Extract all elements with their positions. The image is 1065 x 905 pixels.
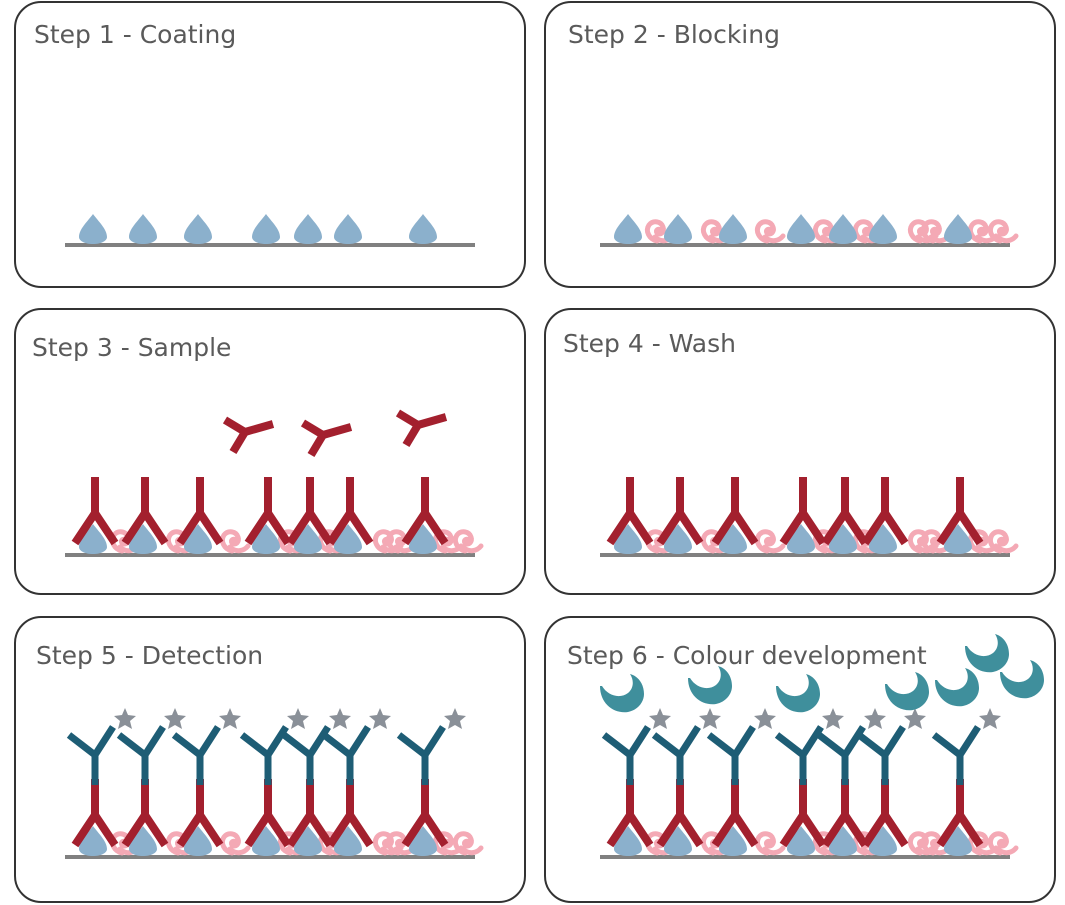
blocking-protein-icon bbox=[757, 222, 783, 241]
detection-antibodies bbox=[66, 725, 981, 785]
star-label-icon bbox=[649, 708, 671, 729]
star-label-icon bbox=[904, 708, 926, 729]
antigen-drop-icon bbox=[869, 214, 897, 244]
antigen-drop-icon bbox=[409, 214, 437, 244]
star-label-icon bbox=[822, 708, 844, 729]
crescent-substrate-icon bbox=[776, 674, 820, 713]
crescent-substrate-icon bbox=[600, 674, 644, 713]
detection-antibody-icon bbox=[706, 725, 756, 785]
antigen-drop-icon bbox=[294, 214, 322, 244]
star-label-icon bbox=[114, 708, 136, 729]
detection-antibody-icon bbox=[171, 725, 221, 785]
panel-title-step-6: Step 6 - Colour development bbox=[567, 641, 927, 670]
blocking-protein-icon bbox=[990, 532, 1016, 551]
star-label-icon bbox=[369, 708, 391, 729]
blocking-protein-icon bbox=[990, 222, 1016, 241]
crescent-substrate-icon bbox=[935, 668, 979, 707]
detection-antibody-icon bbox=[856, 725, 906, 785]
antigen-drop-icon bbox=[944, 214, 972, 244]
antigen-drop-icon bbox=[829, 214, 857, 244]
star-label-icon bbox=[699, 708, 721, 729]
crescent-substrate-icon bbox=[1000, 660, 1044, 699]
panel-border bbox=[544, 1, 1056, 288]
star-label-icon bbox=[754, 708, 776, 729]
blocking-protein-icon bbox=[757, 834, 783, 853]
blocking-protein-icon bbox=[222, 532, 248, 551]
crescent-substrate-icon bbox=[688, 666, 732, 705]
antigen-drop-icon bbox=[129, 214, 157, 244]
panel-title-step-2: Step 2 - Blocking bbox=[568, 20, 780, 49]
panel-border bbox=[14, 308, 526, 595]
panel-border bbox=[544, 616, 1056, 903]
antigen-drop-icon bbox=[252, 214, 280, 244]
star-label-icon bbox=[329, 708, 351, 729]
panel-title-step-3: Step 3 - Sample bbox=[32, 333, 231, 362]
detection-antibody-icon bbox=[816, 725, 866, 785]
blocking-protein-icon bbox=[455, 834, 481, 853]
detection-antibody-icon bbox=[66, 725, 116, 785]
detection-antibody-icon bbox=[601, 725, 651, 785]
panel-border bbox=[14, 1, 526, 288]
blocking-protein-icon bbox=[222, 834, 248, 853]
free-antibody-icon bbox=[222, 416, 275, 455]
antigen-drop-icon bbox=[184, 214, 212, 244]
panel-title-step-1: Step 1 - Coating bbox=[34, 20, 236, 49]
antigen-drop-icon bbox=[334, 214, 362, 244]
detection-antibody-icon bbox=[281, 725, 331, 785]
panel-title-step-5: Step 5 - Detection bbox=[36, 641, 263, 670]
crescent-substrate-icon bbox=[885, 672, 929, 711]
detection-antibody-icon bbox=[651, 725, 701, 785]
star-label-icon bbox=[979, 708, 1001, 729]
star-label-icon bbox=[864, 708, 886, 729]
detection-antibody-icon bbox=[116, 725, 166, 785]
blocking-protein-icon bbox=[455, 532, 481, 551]
panel-border bbox=[14, 616, 526, 903]
free-antibody-icon bbox=[395, 409, 448, 448]
detection-antibody-icon bbox=[774, 725, 824, 785]
antigen-drop-icon bbox=[664, 214, 692, 244]
star-label-icon bbox=[164, 708, 186, 729]
crescent-substrate-icon bbox=[965, 634, 1009, 673]
antigen-drop-icon bbox=[719, 214, 747, 244]
detection-antibody-icon bbox=[321, 725, 371, 785]
detection-antibody-icon bbox=[396, 725, 446, 785]
star-label-icon bbox=[444, 708, 466, 729]
star-label-icon bbox=[219, 708, 241, 729]
panel-border bbox=[544, 308, 1056, 595]
antigen-drop-icon bbox=[614, 214, 642, 244]
panel-title-step-4: Step 4 - Wash bbox=[563, 329, 736, 358]
free-antibodies bbox=[222, 409, 448, 458]
star-label-icon bbox=[287, 708, 309, 729]
blocking-protein-icon bbox=[990, 834, 1016, 853]
blocking-protein-icon bbox=[757, 532, 783, 551]
antigen-drop-icon bbox=[787, 214, 815, 244]
detection-antibody-icon bbox=[931, 725, 981, 785]
free-antibody-icon bbox=[300, 419, 353, 458]
plate-surfaces bbox=[65, 243, 1010, 859]
enzyme-labels bbox=[114, 708, 1001, 729]
detection-antibody-icon bbox=[239, 725, 289, 785]
antigen-drop-icon bbox=[79, 214, 107, 244]
